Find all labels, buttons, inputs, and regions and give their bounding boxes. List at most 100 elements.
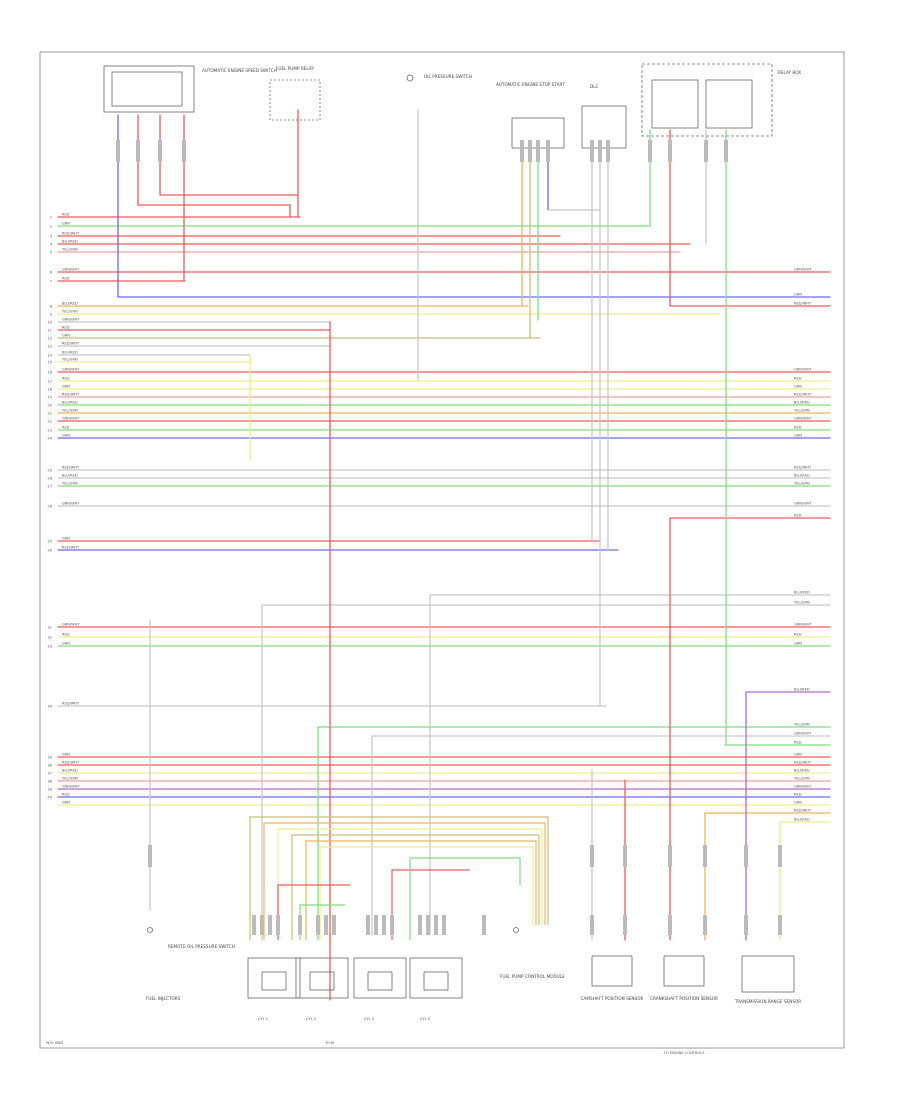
injector-harness xyxy=(409,857,521,940)
wire-code-left: RED/WHT xyxy=(62,393,80,397)
wire-code-right: YEL/GRN xyxy=(794,601,810,605)
wire-code-right: BLU/RED xyxy=(794,688,810,692)
jumper-wire xyxy=(138,204,291,217)
ecm-pin-number: 4 xyxy=(50,243,53,247)
connector-pin xyxy=(260,915,264,935)
wire-code-left: RED xyxy=(62,213,70,217)
wire-code-left: BLU/RED xyxy=(62,302,78,306)
speed-switch-inner xyxy=(111,71,183,107)
ecm-pin-number: 19 xyxy=(47,396,52,400)
wire-code-left: GRN/WHT xyxy=(62,785,80,789)
connector-pin xyxy=(276,915,280,935)
ecm-pin-number: 16 xyxy=(47,371,52,375)
wire-code-right: RED/WHT xyxy=(794,761,812,765)
speed-switch-box xyxy=(103,65,195,113)
ecm-pin-number: 34 xyxy=(47,705,52,709)
injector-coil xyxy=(367,971,393,991)
injector-coil xyxy=(261,971,287,991)
wire-code-right: GRN xyxy=(794,385,802,389)
ecm-pin-number: 23 xyxy=(47,429,52,433)
wire-code-left: GRN/WHT xyxy=(62,268,80,272)
wire-code-left: GRN/WHT xyxy=(62,417,80,421)
wire-code-left: RED/WHT xyxy=(62,546,80,550)
wire-code-left: YEL/GRN xyxy=(62,310,78,314)
wire-code-right: BLU/RED xyxy=(794,401,810,405)
connector-pin xyxy=(520,140,524,162)
wire-code-right: GRN/WHT xyxy=(794,623,812,627)
wire-code-right: RED/WHT xyxy=(794,393,812,397)
connector-pin xyxy=(390,915,394,935)
wire-code-left: GRN/WHT xyxy=(62,623,80,627)
wire-code-left: YEL/GRN xyxy=(62,248,78,252)
fuel-pump-relay xyxy=(269,79,321,121)
wire-code-right: RED xyxy=(794,514,802,518)
connector-pin xyxy=(668,915,672,935)
crankshaft-sensor xyxy=(663,955,705,987)
dlc-connector xyxy=(581,105,627,149)
injector-harness xyxy=(391,869,470,940)
crankshaft-sensor-label: CRANKSHAFT POSITION SENSOR xyxy=(650,996,718,1001)
wire-code-left: GRN xyxy=(62,642,70,646)
ecm-pin-number: 1 xyxy=(50,216,52,220)
wire-code-right: GRN xyxy=(794,801,802,805)
wire-code-left: BLU/RED xyxy=(62,240,78,244)
injector-harness xyxy=(299,904,345,940)
wire-code-right: RED/WHT xyxy=(794,466,812,470)
ecm-pin-number: 37 xyxy=(47,772,52,776)
ecm-pin-number: 30 xyxy=(47,549,52,553)
ecm-pin-number: 11 xyxy=(47,329,52,333)
connector-pin xyxy=(418,915,422,935)
ecm-pin-number: 24 xyxy=(47,437,52,441)
connector-pin xyxy=(536,140,540,162)
connector-pin xyxy=(623,915,627,935)
relay-box xyxy=(641,63,773,137)
wire-code-right: GRN/WHT xyxy=(794,368,812,372)
wire-code-left: BLU/RED xyxy=(62,401,78,405)
wire-code-right: BLU/RED xyxy=(794,818,810,822)
ecm-pin-number: 6 xyxy=(50,271,53,275)
relay-box-label: RELAY BOX xyxy=(778,70,801,75)
relay-2 xyxy=(705,79,753,129)
ecm-pin-number: 20 xyxy=(47,404,52,408)
wire-code-right: BLU/RED xyxy=(794,474,810,478)
footer-center-label: ECM xyxy=(326,1041,334,1045)
component-layer xyxy=(103,63,795,999)
wire-code-left: GRN xyxy=(62,385,70,389)
connector-pin xyxy=(590,845,594,867)
connector-pin xyxy=(546,140,550,162)
fuel-injector xyxy=(409,957,463,999)
ecm-pin-number: 9 xyxy=(50,313,53,317)
wire-code-left: GRN xyxy=(62,537,70,541)
ecm-pin-number: 36 xyxy=(47,764,52,768)
ecm-pin-number: 40 xyxy=(47,796,52,800)
wire-code-left: RED xyxy=(62,377,70,381)
injector-harness xyxy=(263,822,546,940)
relay-1 xyxy=(651,79,699,129)
connector-pin xyxy=(182,140,186,162)
wire-code-right: RED/WHT xyxy=(794,302,812,306)
ecm-pin-number: 12 xyxy=(47,337,52,341)
fuel-injector xyxy=(247,957,301,999)
wire-code-left: RED/WHT xyxy=(62,702,80,706)
wire-code-right: BLU/RED xyxy=(794,591,810,595)
ecm-pin-number: 14 xyxy=(47,354,52,358)
wire-code-right: RED xyxy=(794,377,802,381)
wire-code-left: YEL/GRN xyxy=(62,409,78,413)
wire-code-left: BLU/RED xyxy=(62,474,78,478)
connector-pin xyxy=(598,140,602,162)
ground-point xyxy=(513,927,519,933)
wire-code-left: RED/WHT xyxy=(62,232,80,236)
speed-switch-label: AUTOMATIC ENGINE SPEED SWITCH xyxy=(202,68,277,73)
injector-cyl-label: CYL 2 xyxy=(306,1017,316,1021)
injector-coil xyxy=(423,971,449,991)
camshaft-sensor-label: CAMSHAFT POSITION SENSOR xyxy=(581,996,644,1001)
wire-code-right: GRN/WHT xyxy=(794,502,812,506)
camshaft-sensor xyxy=(591,955,633,987)
transmission-range-sensor xyxy=(741,955,795,993)
wire-code-left: YEL/GRN xyxy=(62,358,78,362)
wire-code-left: RED xyxy=(62,277,70,281)
wire-code-left: YEL/GRN xyxy=(62,482,78,486)
injector-cyl-label: CYL 1 xyxy=(258,1017,268,1021)
connector-pin xyxy=(590,915,594,935)
connector-pin xyxy=(382,915,386,935)
